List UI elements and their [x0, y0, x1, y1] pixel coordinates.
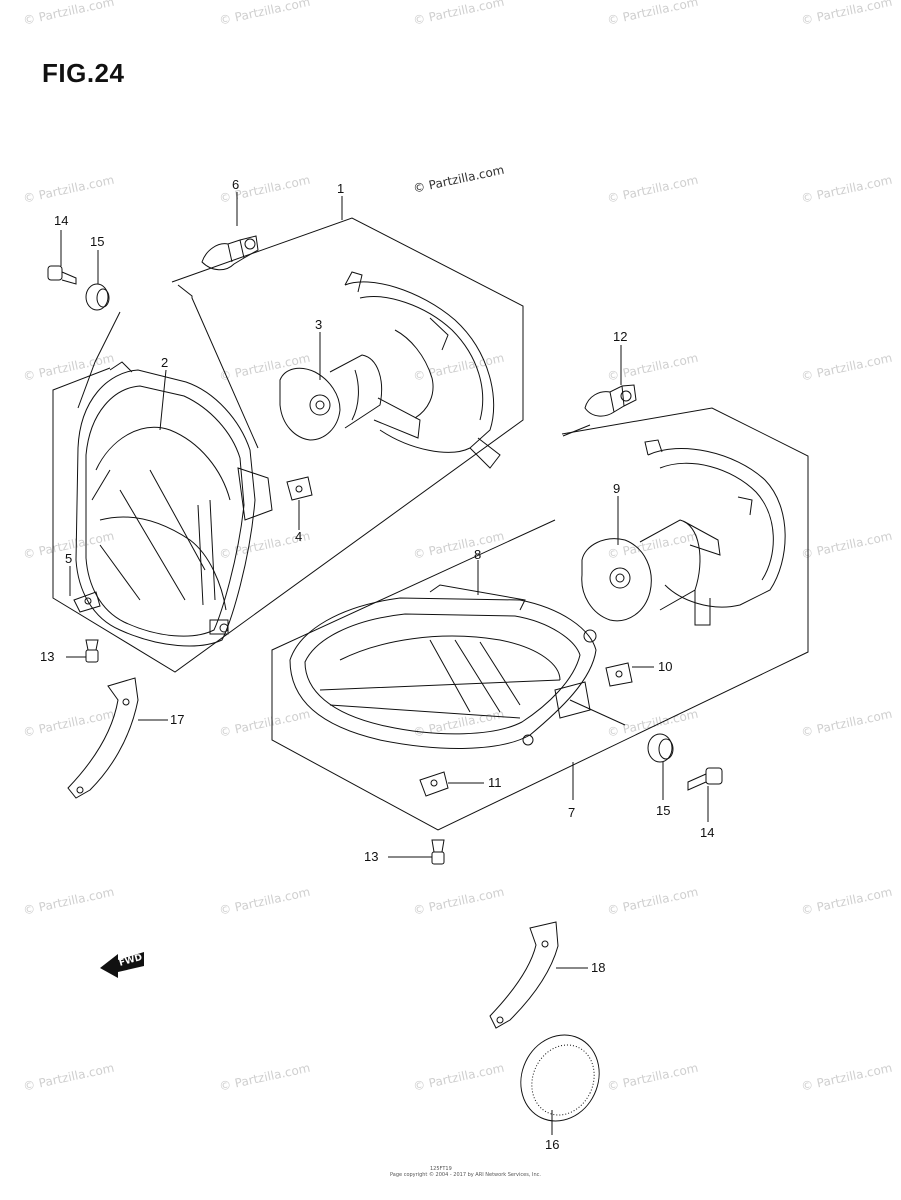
- headlight-housing-right: [289, 584, 597, 749]
- callout-6: 6: [232, 177, 240, 192]
- bracket-18: [489, 921, 559, 1029]
- assembly-1-outline: [52, 217, 524, 673]
- leader-line: [177, 284, 259, 449]
- footer-code: 125FT19: [430, 1166, 452, 1172]
- reflector-16: [520, 1034, 600, 1122]
- callout-4: 4: [295, 529, 303, 544]
- callout-16: 16: [545, 1137, 560, 1152]
- clip-10: [605, 662, 633, 687]
- callout-3: 3: [315, 317, 323, 332]
- figure-title: FIG.24: [42, 58, 125, 88]
- clip-4: [286, 476, 313, 501]
- leader-line: [569, 699, 626, 726]
- bulb-left: [201, 235, 259, 271]
- callout-8: 8: [474, 547, 482, 562]
- bulb-socket-right: [581, 519, 721, 622]
- bolt-13-upper: [66, 639, 99, 663]
- bracket-17: [67, 677, 139, 799]
- bulb-cover-left: [344, 271, 501, 469]
- callout-10: 10: [658, 659, 673, 674]
- callout-14-lower: 14: [700, 825, 715, 840]
- bulb-cover-right: [644, 439, 786, 626]
- bolt-13-lower: [388, 839, 445, 865]
- screw-lower-right: [687, 767, 723, 791]
- callout-15-lower: 15: [656, 803, 671, 818]
- leader-line: [562, 424, 591, 437]
- callout-14-upper: 14: [54, 213, 69, 228]
- leader-line: [77, 311, 121, 409]
- nut-11: [419, 771, 449, 797]
- callout-11: 11: [488, 775, 502, 790]
- nut-5: [73, 591, 101, 613]
- fwd-arrow-icon: FWD: [100, 952, 144, 978]
- screw-upper-left: [47, 265, 77, 285]
- callout-2: 2: [161, 355, 169, 370]
- callout-18: 18: [591, 960, 606, 975]
- callout-15-upper: 15: [90, 234, 105, 249]
- callout-13-upper: 13: [40, 649, 55, 664]
- headlight-housing-left: [75, 361, 273, 647]
- bulb-socket-left: [279, 354, 421, 441]
- grommet-upper-left: [85, 283, 110, 311]
- bulb-right: [584, 384, 637, 417]
- grommet-lower-right: [647, 733, 674, 763]
- callout-leader: [159, 369, 167, 431]
- callout-17: 17: [170, 712, 185, 727]
- callout-13-lower: 13: [364, 849, 379, 864]
- footer-copyright: Page copyright © 2004 - 2017 by ARI Netw…: [390, 1172, 541, 1178]
- callout-5: 5: [65, 551, 73, 566]
- assembly-7-outline: [271, 407, 809, 831]
- callout-7: 7: [568, 805, 576, 820]
- callout-12: 12: [613, 329, 628, 344]
- callout-1: 1: [337, 181, 345, 196]
- callout-9: 9: [613, 481, 621, 496]
